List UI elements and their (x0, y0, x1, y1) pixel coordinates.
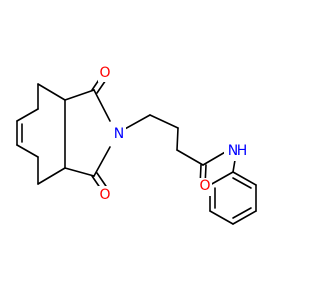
bond (209, 210, 234, 225)
bond (16, 108, 39, 122)
nitrogen-amide: N H (224, 143, 248, 161)
bond (93, 89, 111, 122)
atom-n2: N (228, 143, 238, 159)
bond (37, 83, 66, 101)
bond (232, 177, 252, 189)
bond (122, 114, 151, 131)
molecule-structure: O O O N N H (16, 64, 257, 225)
bond (37, 167, 66, 185)
oxygen-top: O (98, 64, 112, 82)
oxygen-amide: O (198, 178, 212, 196)
bond (232, 171, 257, 186)
atom-h: H (237, 143, 248, 159)
bond (149, 114, 179, 129)
nitrogen-imide: N (112, 125, 126, 143)
bond (209, 171, 234, 186)
atom-n1: N (114, 126, 124, 142)
bond (64, 167, 95, 177)
atom-labels: O O O N N H (98, 64, 248, 204)
bond (176, 127, 179, 151)
atom-o3: O (199, 178, 210, 194)
bond (64, 89, 95, 101)
bond (93, 146, 111, 177)
atom-o1: O (99, 65, 110, 81)
bond (176, 149, 204, 166)
bonds (16, 70, 257, 225)
oxygen-bottom: O (98, 186, 112, 204)
bond (232, 210, 257, 225)
bond (202, 150, 228, 166)
bond (232, 207, 252, 219)
bond (16, 144, 39, 158)
atom-o2: O (99, 187, 110, 203)
